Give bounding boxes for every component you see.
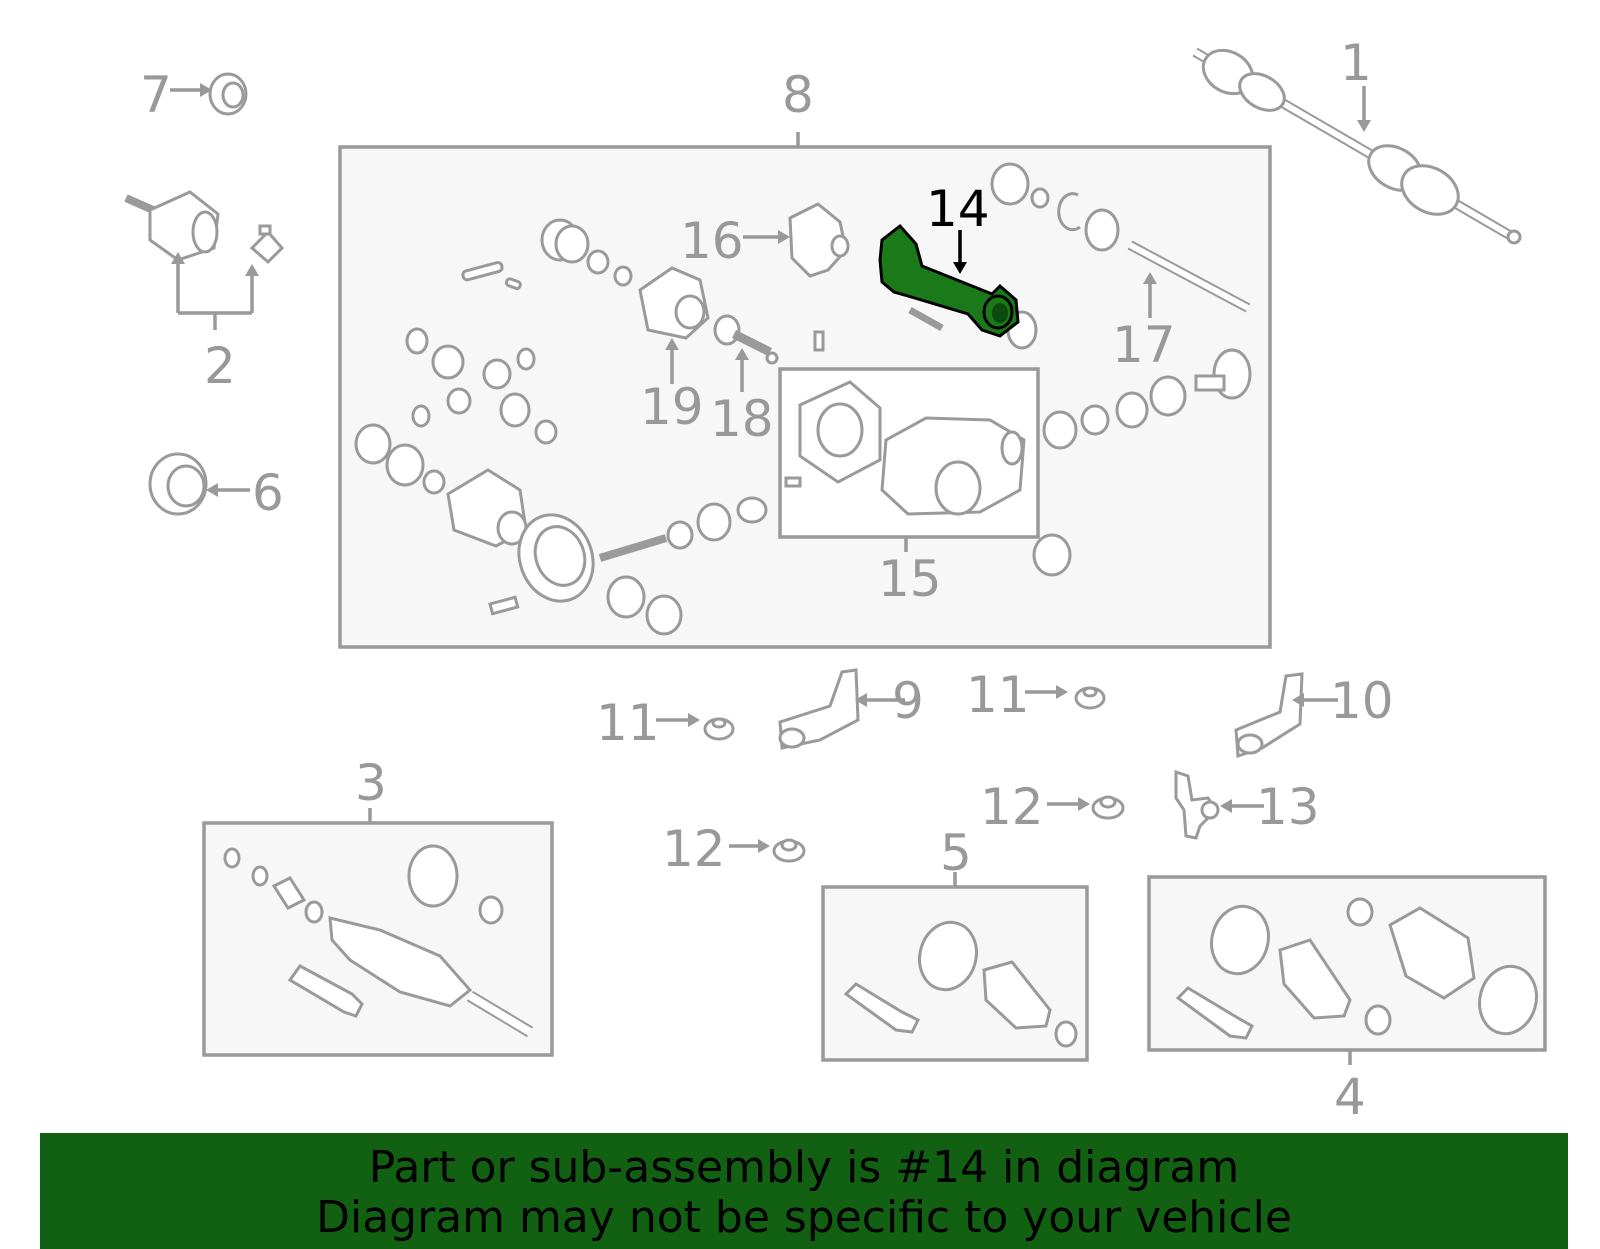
info-banner: Part or sub-assembly is #14 in diagram D… <box>40 1133 1568 1249</box>
assembly-box-4 <box>1147 875 1547 1052</box>
callout-16: 16 <box>680 212 744 270</box>
callout-17: 17 <box>1112 316 1176 374</box>
callout-6: 6 <box>252 464 284 522</box>
callout-12-a: 12 <box>662 820 726 878</box>
part-7-ring[interactable] <box>208 72 248 116</box>
callout-18: 18 <box>710 390 774 448</box>
parts-inside-assembly-8 <box>354 162 1252 636</box>
callout-11-b: 11 <box>966 666 1030 724</box>
part-12-nut-b[interactable] <box>1091 795 1125 820</box>
callout-1: 1 <box>1340 34 1372 92</box>
part-11-bushing-a[interactable] <box>703 717 735 741</box>
callout-5: 5 <box>940 824 972 882</box>
callout-10: 10 <box>1330 672 1394 730</box>
callout-7: 7 <box>140 66 172 124</box>
box-4-contents <box>1175 897 1538 1040</box>
callout-19: 19 <box>640 378 704 436</box>
part-1-drive-shaft[interactable] <box>1192 42 1522 245</box>
part-14-highlighted[interactable] <box>878 223 1020 338</box>
callout-4: 4 <box>1334 1068 1366 1126</box>
banner-line-2: Diagram may not be specific to your vehi… <box>316 1192 1292 1243</box>
callout-8: 8 <box>782 66 814 124</box>
part-11-bushing-b[interactable] <box>1074 686 1106 710</box>
callout-9: 9 <box>892 672 924 730</box>
callout-2: 2 <box>204 337 236 395</box>
callout-3: 3 <box>355 754 387 812</box>
box-3-contents <box>223 844 534 1038</box>
leader-lines <box>170 83 1371 853</box>
part-13-bracket[interactable] <box>1174 769 1220 840</box>
part-10-bracket[interactable] <box>1234 672 1304 759</box>
box-5-contents <box>843 920 1078 1048</box>
part-2-joint[interactable] <box>124 190 285 265</box>
callout-11-a: 11 <box>596 694 660 752</box>
callout-14: 14 <box>926 180 990 238</box>
banner-line-1: Part or sub-assembly is #14 in diagram <box>368 1142 1240 1193</box>
part-9-bracket[interactable] <box>778 668 860 750</box>
callout-13: 13 <box>1256 778 1320 836</box>
callout-12-b: 12 <box>980 778 1044 836</box>
callout-15: 15 <box>878 550 942 608</box>
part-12-nut-a[interactable] <box>772 838 806 863</box>
part-6-seal[interactable] <box>148 452 208 516</box>
